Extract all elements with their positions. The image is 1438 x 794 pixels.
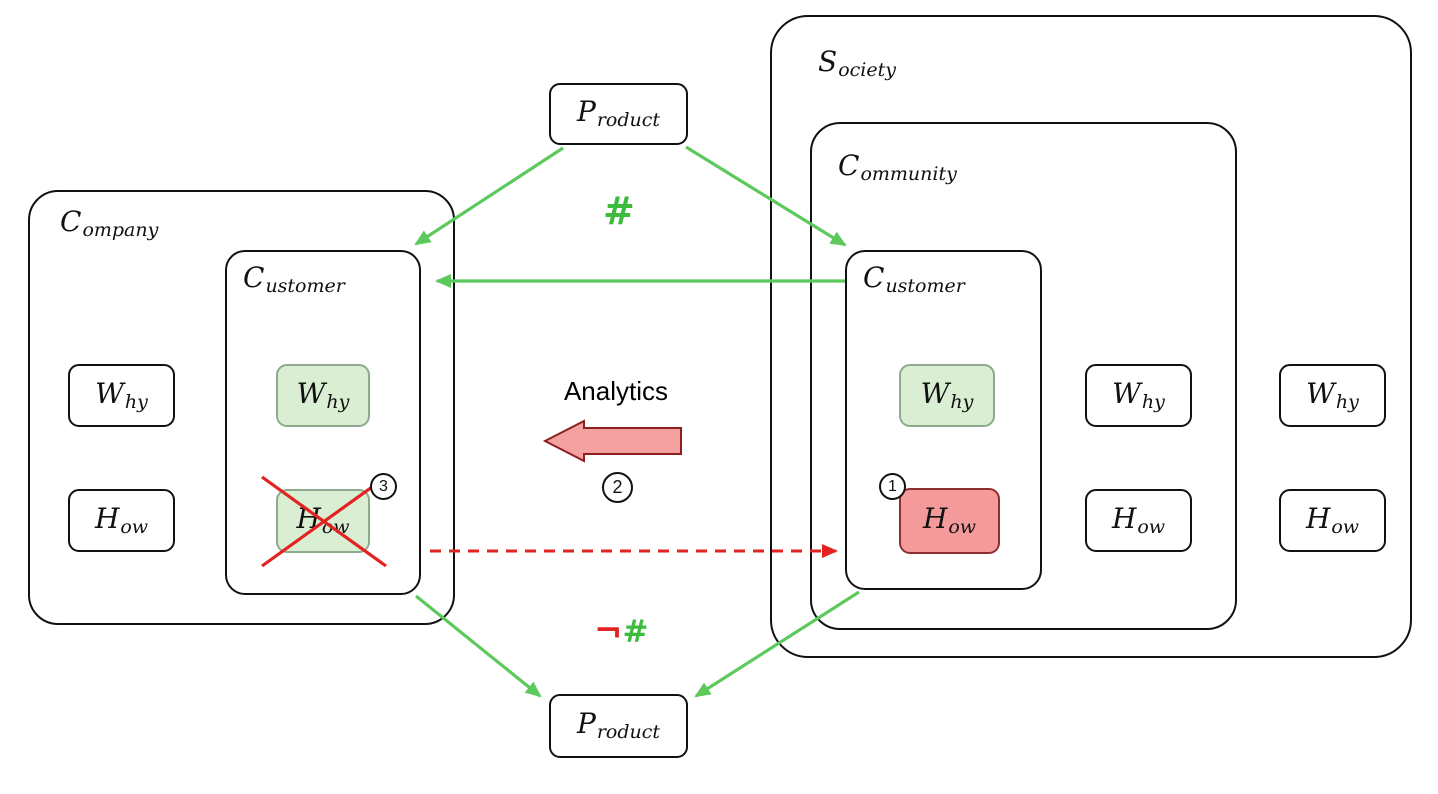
product-label: Product bbox=[577, 98, 660, 130]
analytics-arrow-shape bbox=[542, 419, 682, 463]
label-main: P bbox=[576, 707, 596, 740]
why-label: Why bbox=[1306, 376, 1359, 413]
community-box bbox=[810, 122, 1237, 630]
how-node-company-customer-crossed: How bbox=[276, 489, 370, 553]
label-sub: ompany bbox=[82, 219, 159, 241]
label-main: W bbox=[1112, 376, 1141, 410]
how-label: How bbox=[296, 505, 349, 537]
label-sub: ow bbox=[1331, 515, 1360, 538]
label-main: H bbox=[1305, 501, 1331, 535]
how-node-company: How bbox=[68, 489, 175, 552]
why-label: Why bbox=[95, 376, 148, 413]
company-label: Company bbox=[60, 208, 158, 240]
label-sub: roduct bbox=[596, 109, 661, 131]
why-node-company-customer: Why bbox=[276, 364, 370, 427]
how-label: How bbox=[1111, 501, 1166, 538]
customer-box-community bbox=[845, 250, 1042, 590]
label-main: C bbox=[838, 149, 860, 182]
label-sub: hy bbox=[124, 390, 148, 413]
society-label: Society bbox=[818, 48, 896, 80]
community-label: Community bbox=[838, 152, 957, 184]
why-node-community: Why bbox=[1085, 364, 1192, 427]
product-node-bottom: Product bbox=[549, 694, 688, 758]
not-hash-label: ¬# bbox=[594, 614, 648, 648]
label-sub: hy bbox=[950, 390, 974, 413]
badge-2: 2 bbox=[602, 472, 633, 503]
not-sign: ¬ bbox=[594, 611, 623, 651]
how-label: How bbox=[94, 501, 149, 538]
product-label: Product bbox=[577, 710, 660, 742]
label-sub: ustomer bbox=[265, 275, 345, 297]
label-main: H bbox=[296, 502, 321, 535]
why-node-community-customer: Why bbox=[899, 364, 995, 427]
company-box bbox=[28, 190, 455, 625]
label-sub: ow bbox=[1137, 515, 1166, 538]
label-main: H bbox=[94, 501, 120, 535]
hash-sign: # bbox=[622, 614, 649, 650]
label-sub: ustomer bbox=[885, 275, 965, 297]
why-node-company: Why bbox=[68, 364, 175, 427]
label-main: W bbox=[95, 376, 124, 410]
why-label: Why bbox=[1112, 376, 1165, 413]
label-main: P bbox=[576, 95, 596, 128]
why-label: Why bbox=[296, 376, 350, 413]
badge-3: 3 bbox=[370, 473, 397, 500]
label-main: H bbox=[1111, 501, 1137, 535]
how-node-community: How bbox=[1085, 489, 1192, 552]
label-main: W bbox=[296, 376, 326, 410]
customer-box-company bbox=[225, 250, 421, 595]
why-label: Why bbox=[920, 376, 974, 413]
label-main: C bbox=[243, 261, 265, 294]
badge-1: 1 bbox=[879, 473, 906, 500]
how-label: How bbox=[1305, 501, 1360, 538]
label-sub: roduct bbox=[596, 721, 661, 743]
why-node-society: Why bbox=[1279, 364, 1386, 427]
label-sub: ommunity bbox=[860, 163, 957, 185]
label-main: S bbox=[818, 45, 838, 78]
customer-label-company: Customer bbox=[243, 264, 345, 296]
label-sub: hy bbox=[1141, 390, 1165, 413]
society-box bbox=[770, 15, 1412, 658]
label-main: C bbox=[60, 205, 82, 238]
label-sub: ociety bbox=[838, 59, 896, 81]
label-sub: ow bbox=[120, 515, 149, 538]
how-label: How bbox=[923, 505, 976, 537]
customer-label-community: Customer bbox=[863, 264, 965, 296]
label-main: W bbox=[1306, 376, 1335, 410]
label-main: W bbox=[920, 376, 950, 410]
label-sub: ow bbox=[321, 516, 350, 538]
label-main: H bbox=[922, 502, 948, 535]
label-main: C bbox=[863, 261, 885, 294]
product-node-top: Product bbox=[549, 83, 688, 145]
how-node-society: How bbox=[1279, 489, 1386, 552]
how-node-community-customer: How bbox=[899, 488, 1000, 554]
analytics-label: Analytics bbox=[563, 376, 669, 406]
label-sub: hy bbox=[1335, 390, 1359, 413]
hash-label: # bbox=[603, 188, 635, 233]
label-sub: hy bbox=[326, 390, 350, 413]
label-sub: ow bbox=[948, 516, 977, 538]
